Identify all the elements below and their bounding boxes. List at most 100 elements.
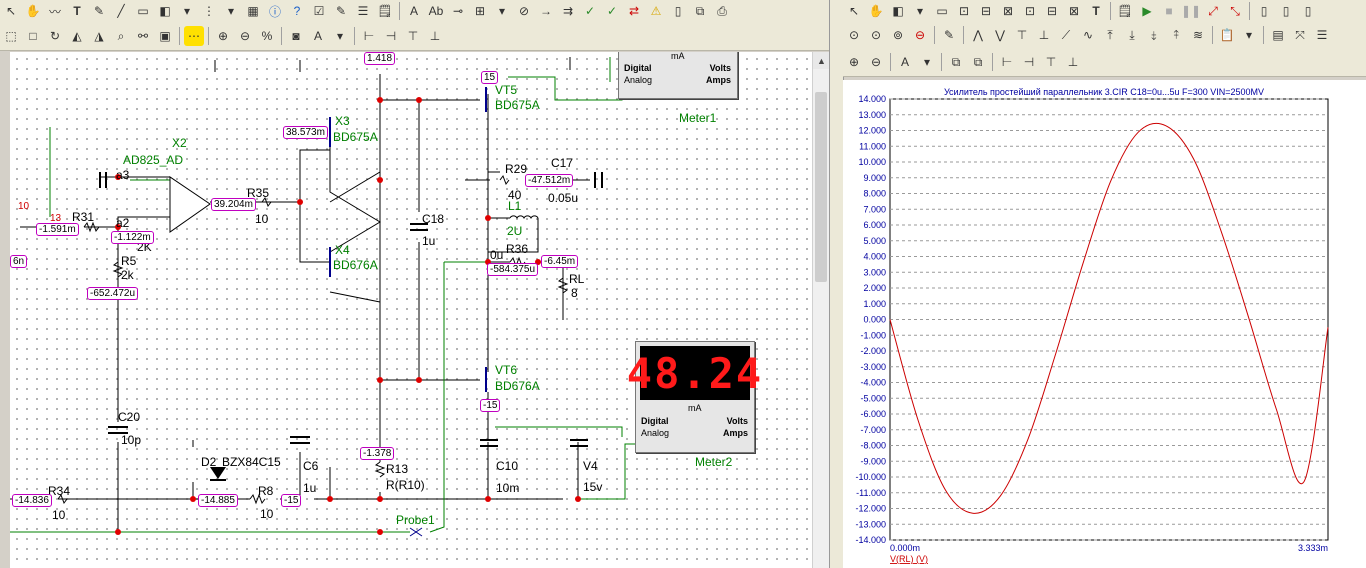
meter2-amps[interactable]: Amps	[722, 428, 748, 438]
rise-icon[interactable]: ⤉	[1173, 27, 1179, 42]
scroll-thumb[interactable]	[815, 92, 827, 282]
fall-icon[interactable]: ⤈	[1151, 27, 1157, 42]
stop-icon[interactable]: ■	[1165, 4, 1173, 18]
page3-icon[interactable]: ▯	[1304, 4, 1312, 18]
list-icon[interactable]: ☰	[1316, 28, 1328, 42]
zoom-x-icon[interactable]: ⊙	[848, 28, 860, 42]
align-bottom-icon[interactable]: ⊥	[1067, 55, 1079, 69]
note-icon[interactable]: 🗒	[1117, 4, 1133, 18]
zoom-in-icon[interactable]: ⊕	[848, 55, 860, 69]
align-top-icon[interactable]: ⊤	[1045, 55, 1057, 69]
note-icon[interactable]: 🗒	[377, 4, 393, 18]
copy-icon[interactable]: ⧉	[695, 3, 705, 18]
meter2[interactable]: 48.24 mA Digital Analog Volts Amps	[627, 341, 761, 453]
valley-icon[interactable]: ⋁	[995, 28, 1005, 42]
global-high-icon[interactable]: ⤒	[1107, 27, 1113, 42]
fit-icon[interactable]: ⤧	[1295, 27, 1305, 42]
waveform-plot[interactable]: Усилитель простейший параллельник 3.CIR …	[843, 80, 1366, 568]
binoculars-icon[interactable]: ⚯	[137, 29, 149, 43]
align-bottom-icon[interactable]: ⊥	[429, 29, 441, 43]
list-icon[interactable]: ☰	[357, 4, 369, 18]
align-right-icon[interactable]: ⊣	[385, 29, 397, 43]
flip-vertical-icon[interactable]: ◮	[94, 29, 104, 43]
meter1[interactable]: mA Digital Analog Volts Amps	[618, 52, 738, 99]
bus-icon[interactable]: ▭	[137, 4, 149, 18]
slope-icon[interactable]: ⟋	[1061, 27, 1071, 42]
arrow-right-icon[interactable]: →	[540, 4, 552, 18]
camera-icon[interactable]: ◙	[292, 29, 300, 43]
node-value[interactable]: -584.375u	[487, 263, 539, 276]
zoom-percent-icon[interactable]: %	[261, 29, 273, 43]
paste-icon[interactable]: ⧉	[973, 54, 983, 69]
meter1-amps[interactable]: Amps	[705, 75, 731, 85]
text-a-icon[interactable]: A	[409, 4, 418, 18]
node-value[interactable]: -14.885	[198, 494, 238, 507]
abc-icon[interactable]: Ab	[428, 4, 444, 18]
warning-icon[interactable]: ⚠	[650, 4, 662, 18]
swap-arrows-icon[interactable]: ⇄	[628, 4, 640, 18]
plot5-icon[interactable]: ⊠	[1068, 4, 1080, 18]
window-splitter[interactable]	[829, 0, 844, 568]
font-icon[interactable]: A	[313, 29, 322, 43]
inflection-icon[interactable]: ∿	[1082, 28, 1094, 42]
page2-icon[interactable]: ▯	[1282, 4, 1290, 18]
image-icon[interactable]: ▣	[159, 29, 171, 43]
node-value[interactable]: 6n	[10, 255, 28, 268]
current-arrow-icon[interactable]: ⇉	[562, 4, 574, 18]
properties-icon[interactable]: ✎	[943, 28, 955, 42]
check-green-icon[interactable]: ✓	[584, 4, 596, 18]
select-arrow-icon[interactable]: ↖	[848, 4, 860, 18]
low-icon[interactable]: ⊥	[1038, 28, 1050, 42]
run-icon[interactable]: ▶	[1142, 4, 1152, 18]
meter2-digital[interactable]: Digital	[641, 416, 669, 426]
align-left-icon[interactable]: ⊢	[363, 29, 375, 43]
checkbox-icon[interactable]: ☑	[313, 4, 325, 18]
dropdown-arrow-icon[interactable]: ▾	[916, 4, 924, 18]
flip-horizontal-icon[interactable]: ◭	[72, 29, 82, 43]
grid-icon[interactable]: ⊞	[474, 4, 486, 18]
plot3-icon[interactable]: ⊡	[1024, 4, 1036, 18]
pause-icon[interactable]: ❚❚	[1180, 4, 1202, 18]
node-value[interactable]: -14.836	[12, 494, 52, 507]
text-tool-icon[interactable]: T	[73, 4, 81, 18]
dropdown-arrow-icon[interactable]: ▾	[923, 55, 931, 69]
rotate-icon[interactable]: ↻	[49, 29, 61, 43]
node-value[interactable]: -1.378	[360, 447, 395, 460]
font-icon[interactable]: A	[900, 55, 909, 69]
cursor-left-icon[interactable]: ⤢	[1208, 3, 1218, 18]
align-right-icon[interactable]: ⊣	[1023, 55, 1035, 69]
plot2-icon[interactable]: ⊠	[1002, 4, 1014, 18]
zoom-out-icon[interactable]: ⊖	[870, 55, 882, 69]
page-icon[interactable]: ▯	[674, 4, 682, 18]
node-value[interactable]: -15	[281, 494, 302, 507]
probe-icon[interactable]: ⊘	[518, 4, 530, 18]
scroll-up-icon[interactable]: ▲	[813, 52, 830, 69]
zoom-in-icon[interactable]: ⊕	[217, 29, 229, 43]
dropdown-arrow-icon[interactable]: ▾	[336, 29, 344, 43]
clipboard-icon[interactable]: 📋	[1219, 28, 1235, 42]
node-value[interactable]: 1.418	[364, 52, 396, 65]
zoom-out-icon[interactable]: ⊖	[239, 29, 251, 43]
dropdown-arrow-icon[interactable]: ▾	[498, 4, 506, 18]
zoom-y-icon[interactable]: ⊙	[870, 28, 882, 42]
hand-pan-icon[interactable]: ✋	[25, 4, 41, 18]
peak-icon[interactable]: ⋀	[973, 28, 983, 42]
align-top-icon[interactable]: ⊤	[407, 29, 419, 43]
copy-icon[interactable]: ⧉	[951, 54, 961, 69]
node-value[interactable]: -15	[480, 399, 501, 412]
stack-icon[interactable]: ≋	[1192, 28, 1204, 42]
print-icon[interactable]: ⎙	[717, 3, 727, 18]
analysis-icon[interactable]: ⊡	[958, 4, 970, 18]
text-tool-icon[interactable]: T	[1092, 4, 1100, 18]
node-icon[interactable]: ⋮	[203, 4, 215, 18]
find-icon[interactable]: ⌕	[117, 28, 125, 43]
node-value[interactable]: -1.591m	[36, 223, 79, 236]
meter1-analog[interactable]: Analog	[624, 75, 653, 85]
series-legend-label[interactable]: V(RL) (V)	[890, 554, 928, 564]
node-value[interactable]: -652.472u	[87, 287, 139, 300]
pen-icon[interactable]: ✎	[93, 4, 105, 18]
dots-icon[interactable]: ⋯	[184, 26, 204, 46]
table-icon[interactable]: ▦	[247, 4, 259, 18]
series-line-v-rl[interactable]	[889, 122, 1329, 514]
node-value[interactable]: -47.512m	[525, 174, 574, 187]
